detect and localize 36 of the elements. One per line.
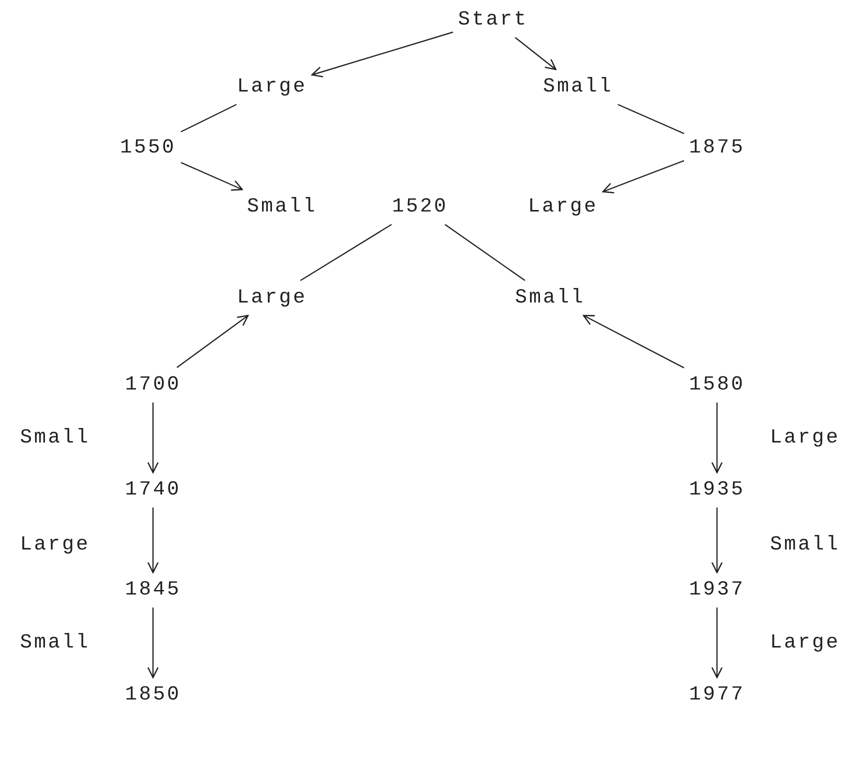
node-label: Small <box>247 194 317 220</box>
edge-label: Small <box>20 426 90 450</box>
arrow <box>147 508 159 574</box>
arrow <box>582 314 684 368</box>
node-label: 1740 <box>125 478 181 502</box>
arrow <box>514 37 556 70</box>
edge-label: Large <box>20 532 90 558</box>
arrow <box>176 314 249 368</box>
node-label: Large <box>237 286 307 310</box>
node-label: 1977 <box>689 682 745 708</box>
node-label: 1845 <box>125 578 181 602</box>
node-label: Small <box>543 74 613 100</box>
arrow <box>711 508 723 574</box>
node-label: Small <box>515 286 585 310</box>
node-label: Large <box>237 74 307 100</box>
node-label: 1580 <box>689 372 745 398</box>
node-label: 1937 <box>689 578 745 602</box>
arrow <box>180 162 243 191</box>
node-label: 1850 <box>125 682 181 708</box>
node-label: 1875 <box>689 136 745 160</box>
arrow <box>311 32 454 78</box>
arrow <box>602 160 684 194</box>
edge-label: Large <box>770 426 840 450</box>
edge-label: Small <box>770 532 840 558</box>
arrow <box>711 608 723 678</box>
node-label: 1520 <box>392 194 448 220</box>
edge-label: Large <box>770 630 840 656</box>
node-label: Start <box>458 8 528 32</box>
edge-label: Small <box>20 630 90 656</box>
node-label: 1935 <box>689 478 745 502</box>
node-label: 1550 <box>120 136 176 160</box>
arrow <box>711 402 723 474</box>
arrow <box>147 402 159 474</box>
node-label: 1700 <box>125 372 181 398</box>
arrow <box>147 608 159 678</box>
node-label: Large <box>528 194 598 220</box>
